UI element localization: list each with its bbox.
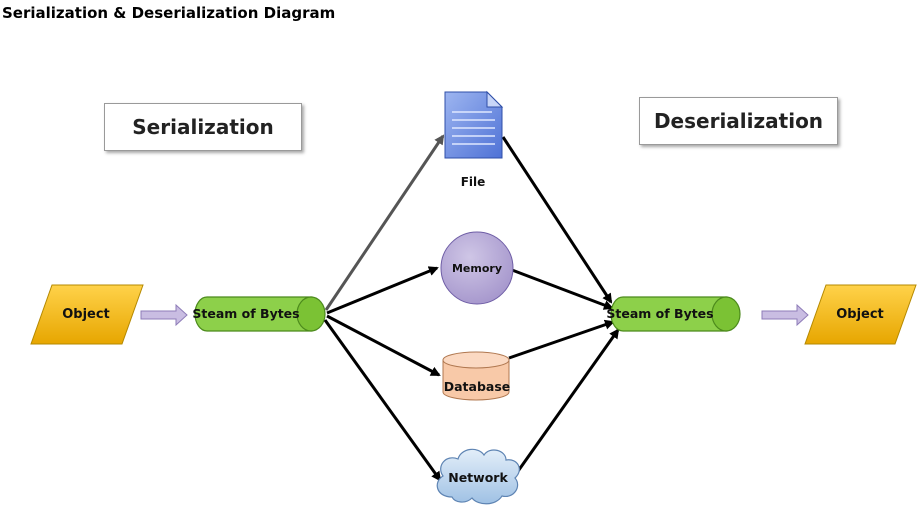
stream-right-node: Steam of Bytes [606,296,741,332]
file-node: File [444,90,504,189]
deserialization-banner: Deserialization [639,97,838,145]
stream-right-label: Steam of Bytes [606,306,713,321]
memory-node: Memory [440,231,514,305]
stream-left-label: Steam of Bytes [192,306,299,321]
arrow-file-to-stream [501,136,613,304]
arrow-to-memory [326,266,439,315]
network-label: Network [448,470,508,485]
file-label: File [461,175,486,189]
arrow-to-file [324,134,445,311]
page-title: Serialization & Deserialization Diagram [2,4,336,22]
deserialization-label: Deserialization [653,109,824,133]
object-left-label: Object [62,307,110,322]
arrow-memory-to-stream [511,268,614,310]
arrow-to-network [323,319,442,482]
database-label: Database [444,379,511,394]
stream-left-node: Steam of Bytes [192,296,326,332]
arrow-to-database [326,314,441,377]
serialization-banner: Serialization [104,103,302,151]
network-node: Network [436,448,520,505]
object-right-label: Object [836,307,884,322]
object-left-node: Object [30,284,144,345]
object-right-node: Object [804,284,917,345]
hollow-arrow-right [761,303,809,327]
arrow-database-to-stream [508,319,615,360]
arrow-network-to-stream [514,328,620,475]
database-icon [442,351,510,401]
memory-label: Memory [452,262,502,275]
database-node: Database [442,351,511,401]
serialization-label: Serialization [132,115,274,139]
file-icon [444,90,504,159]
hollow-arrow-left [140,303,188,327]
cloud-icon [436,448,520,505]
